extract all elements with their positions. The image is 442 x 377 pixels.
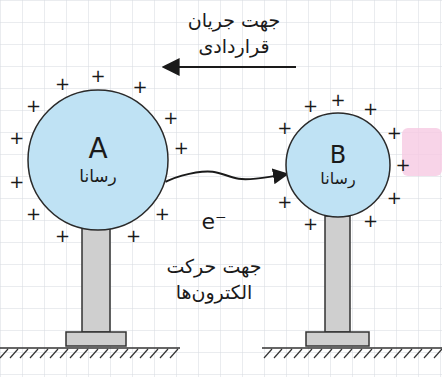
hatch-stroke — [434, 349, 442, 358]
hatch-stroke — [364, 349, 372, 358]
hatch-stroke — [10, 349, 18, 358]
sphere-caption: رسانا — [320, 170, 355, 188]
hatch-stroke — [414, 349, 422, 358]
connecting-wire — [166, 171, 286, 182]
hatch-stroke — [294, 349, 302, 358]
hatch-stroke — [150, 349, 158, 358]
sphere-caption: رسانا — [79, 167, 117, 186]
hatch-stroke — [374, 349, 382, 358]
ground-b — [262, 347, 442, 349]
conductor-sphere: A رسانا — [27, 89, 169, 231]
hatch-stroke — [70, 349, 78, 358]
hatch-stroke — [80, 349, 88, 358]
charge-sign: + — [26, 202, 41, 226]
base-a — [66, 332, 126, 346]
ground-hatching — [0, 349, 442, 358]
hatch-stroke — [334, 349, 342, 358]
ground-a — [0, 347, 180, 349]
charge-sign: + — [363, 209, 378, 233]
charge-sign: + — [9, 170, 24, 194]
charge-sign: + — [303, 212, 318, 236]
charge-sign: + — [387, 120, 402, 144]
charge-sign: + — [303, 94, 318, 118]
stand-a — [82, 228, 110, 332]
charge-sign: + — [9, 126, 24, 150]
hatch-stroke — [30, 349, 38, 358]
hatch-stroke — [404, 349, 412, 358]
hatch-stroke — [40, 349, 48, 358]
hatch-stroke — [304, 349, 312, 358]
hatch-stroke — [394, 349, 402, 358]
hatch-stroke — [384, 349, 392, 358]
charge-sign: + — [155, 202, 170, 226]
hatch-stroke — [284, 349, 292, 358]
hatch-stroke — [354, 349, 362, 358]
current-arrow — [176, 66, 296, 68]
hatch-stroke — [20, 349, 28, 358]
charge-sign: + — [126, 224, 141, 248]
hatch-stroke — [120, 349, 128, 358]
current-direction-label: جهت جریان قراردادی — [158, 8, 310, 59]
hatch-stroke — [170, 349, 178, 358]
hatch-stroke — [0, 349, 8, 358]
hatch-stroke — [140, 349, 148, 358]
hatch-stroke — [424, 349, 432, 358]
conductor-sphere: B رسانا — [285, 112, 391, 218]
charge-sign: + — [395, 153, 410, 177]
charge-sign: + — [363, 97, 378, 121]
hatch-stroke — [100, 349, 108, 358]
charge-sign: + — [55, 224, 70, 248]
hatch-stroke — [90, 349, 98, 358]
electron-symbol: e⁻ — [201, 207, 226, 237]
sphere-body — [286, 113, 390, 217]
hatch-stroke — [344, 349, 352, 358]
sphere-text-holder: A رسانا — [27, 89, 169, 231]
charge-sign: + — [330, 88, 345, 112]
charge-sign: + — [174, 136, 189, 160]
stand-b — [325, 216, 350, 332]
hatch-stroke — [274, 349, 282, 358]
hatch-stroke — [264, 349, 272, 358]
hatch-stroke — [314, 349, 322, 358]
hatch-stroke — [110, 349, 118, 358]
charge-sign: + — [277, 116, 292, 140]
hatch-stroke — [60, 349, 68, 358]
sphere-text-holder: B رسانا — [285, 112, 391, 218]
hatch-stroke — [160, 349, 168, 358]
electron-direction-label: جهت حرکت الکترون‌ها — [130, 254, 298, 305]
hatch-stroke — [50, 349, 58, 358]
hatch-stroke — [324, 349, 332, 358]
charge-sign: + — [163, 106, 178, 130]
sphere-letter: A — [88, 134, 107, 165]
hatch-stroke — [130, 349, 138, 358]
sphere-body — [28, 90, 168, 230]
charge-sign: + — [26, 94, 41, 118]
charge-sign: + — [277, 190, 292, 214]
charge-sign: + — [387, 185, 402, 209]
charge-sign: + — [55, 72, 70, 96]
charge-sign: + — [132, 75, 147, 99]
sphere-letter: B — [330, 142, 346, 168]
base-b — [306, 332, 369, 346]
charge-sign: + — [90, 64, 105, 88]
